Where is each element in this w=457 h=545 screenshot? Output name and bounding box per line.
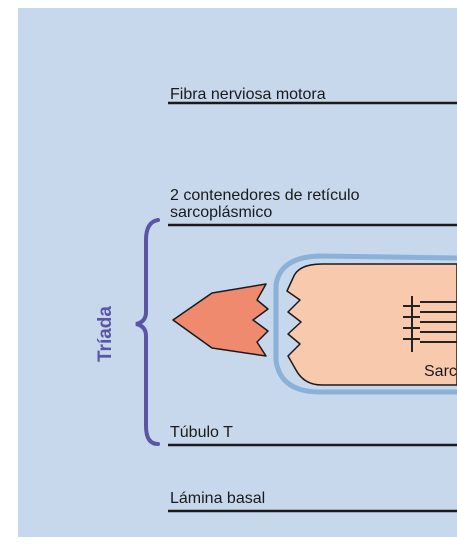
nerve-fiber-label: Fibra nerviosa motora	[170, 86, 326, 103]
reticulum-cistern-left	[172, 283, 269, 357]
triad-brace	[135, 218, 160, 446]
sarcomere-label: Sarc	[424, 363, 457, 380]
reticulum-label-line2: sarcoplásmico	[170, 204, 272, 221]
reticulum-label-line1: 2 contenedores de retículo	[170, 187, 360, 204]
triad-label: Tríada	[95, 306, 116, 362]
sarcomere-lines	[403, 296, 457, 352]
basal-lamina-label: Lámina basal	[170, 490, 265, 507]
t-tubule-label: Túbulo T	[170, 424, 233, 441]
muscle-fiber	[286, 263, 457, 386]
muscle-membrane	[273, 253, 457, 395]
